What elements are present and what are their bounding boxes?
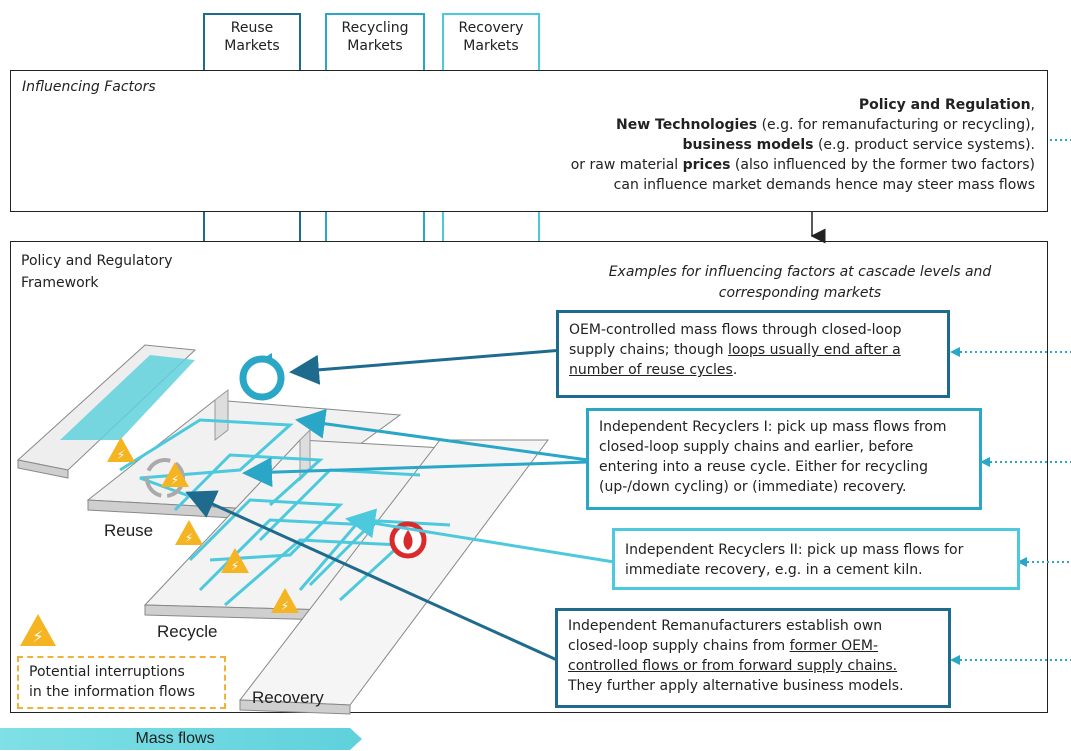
framework-title-2: Framework (21, 275, 99, 291)
oem-line2-underlined: loops usually end after a (727, 342, 901, 358)
reman-line2: closed-loop supply chains from (568, 638, 790, 654)
dotted-arrowheads (950, 347, 1027, 665)
reman-line3-underlined: controlled flows or from forward supply … (568, 658, 898, 674)
recycle-stage-label: Recycle (157, 622, 218, 641)
influencing-factors-text: Policy and Regulation, New Technologies … (275, 95, 1035, 195)
reman-line4: They further apply alternative business … (568, 678, 904, 694)
examples-title: Examples for influencing factors at casc… (560, 262, 1040, 304)
policy-regulation-label: Policy and Regulation (858, 97, 1031, 113)
recyclers-ii-arrow (345, 508, 615, 564)
l4-pre: or raw material (570, 157, 683, 173)
svg-text:⚡: ⚡ (231, 559, 239, 573)
recovery-markets-label-2: Markets (463, 38, 519, 54)
reman-line2-underlined: former OEM- (789, 638, 879, 654)
oem-line2: supply chains; though (569, 342, 728, 358)
examples-title-1: Examples for influencing factors at casc… (608, 264, 992, 280)
svg-text:⚡: ⚡ (281, 599, 289, 613)
closed-loop-icon (239, 353, 285, 401)
warning-icons: ⚡ ⚡ ⚡ ⚡ ⚡ ⚡ (20, 437, 299, 646)
recyclers-i-callout: Independent Recyclers I: pick up mass fl… (586, 408, 982, 510)
oem-line1: OEM-controlled mass flows through closed… (569, 322, 902, 338)
legend-line1: Potential interruptions (29, 664, 185, 680)
recycling-markets-label-1: Recycling (341, 20, 409, 36)
recovery-markets-label-1: Recovery (458, 20, 524, 36)
oem-line3-underlined: number of reuse cycles (569, 362, 733, 378)
svg-text:⚡: ⚡ (117, 448, 125, 462)
recyclers-arrow-1 (295, 408, 589, 462)
interruptions-legend: Potential interruptions in the informati… (17, 656, 226, 709)
legend-warning-icon: ⚡ (20, 614, 56, 646)
new-technologies-label: New Technologies (616, 117, 758, 133)
prices-label: prices (682, 157, 731, 173)
framework-title-1: Policy and Regulatory (21, 253, 173, 269)
influencing-factors-box: Influencing Factors Policy and Regulatio… (10, 70, 1048, 212)
remanufacturers-callout: Independent Remanufacturers establish ow… (555, 608, 951, 708)
dotted-connectors (960, 139, 1071, 661)
l5-text: can influence market demands hence may s… (613, 177, 1035, 193)
l2-rest: (e.g. for remanufacturing or recycling), (757, 117, 1035, 133)
warning-icon: ⚡ (175, 520, 203, 545)
legend-line2: in the information flows (29, 684, 196, 700)
oem-callout: OEM-controlled mass flows through closed… (556, 310, 950, 398)
reuse-stage-label: Reuse (104, 521, 154, 540)
reuse-markets-label-2: Markets (224, 38, 280, 54)
recovery-fire-icon (389, 521, 427, 559)
framework-title: Policy and Regulatory Framework (21, 250, 173, 294)
svg-text:⚡: ⚡ (32, 627, 43, 646)
business-models-label: business models (682, 137, 814, 153)
svg-text:⚡: ⚡ (171, 473, 179, 487)
recyclers-arrow-2 (242, 457, 589, 488)
reuse-markets-label-1: Reuse (230, 20, 274, 36)
warning-icon: ⚡ (161, 462, 189, 487)
recyclers-ii-text: Independent Recyclers II: pick up mass f… (625, 542, 964, 578)
recyclers-ii-callout: Independent Recyclers II: pick up mass f… (612, 528, 1020, 590)
oem-arrow (289, 348, 564, 385)
reman-line1: Independent Remanufacturers establish ow… (568, 618, 883, 634)
warning-icon: ⚡ (221, 548, 249, 573)
reman-arrow (185, 490, 558, 662)
warning-icon: ⚡ (271, 588, 299, 613)
oem-line3-end: . (732, 362, 738, 378)
mass-flows-label: Mass flows (135, 730, 215, 747)
svg-text:⚡: ⚡ (185, 531, 193, 545)
examples-title-2: corresponding markets (718, 285, 882, 301)
mass-flows-arrow (0, 728, 362, 750)
recycling-markets-label-2: Markets (347, 38, 403, 54)
l1-rest: , (1030, 97, 1035, 113)
recovery-stage-label: Recovery (252, 688, 324, 707)
warning-icon: ⚡ (107, 437, 135, 462)
recyclers-i-text: Independent Recyclers I: pick up mass fl… (599, 419, 947, 495)
l4-rest: (also influenced by the former two facto… (730, 157, 1035, 173)
influencing-factors-title: Influencing Factors (22, 79, 156, 95)
l3-rest: (e.g. product service systems). (813, 137, 1035, 153)
